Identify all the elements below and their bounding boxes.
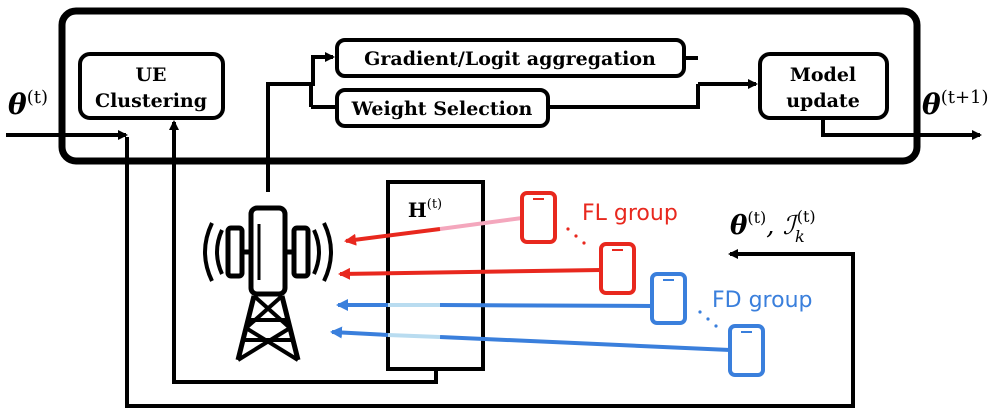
gradient-aggregation-label: Gradient/Logit aggregation [364,48,656,70]
channel-matrix-symbol: H [408,198,427,222]
fd-group-label: FD group [712,288,812,313]
fd-phone-1-icon [650,272,687,325]
output-theta-label: θ(t+1) [922,87,989,121]
ue-clustering-block: UE Clustering [78,52,225,120]
ue-clustering-line2: Clustering [95,90,207,112]
weight-selection-block: Weight Selection [335,88,550,128]
gradient-aggregation-block: Gradient/Logit aggregation [335,38,686,78]
output-arrow [821,118,982,140]
fl-signal-2 [338,267,602,280]
svg-text:H(t): H(t) [408,197,442,222]
base-station-tower-icon [203,205,333,362]
fd-phone-2-icon [728,324,765,377]
fl-phone-1-icon [520,191,557,244]
fl-phone-dots [566,227,586,245]
weight-to-merge [548,84,700,109]
server-container [58,7,921,165]
fl-phone-2-icon [599,242,636,295]
fd-phone-dots [698,310,718,328]
split-connector [266,52,335,192]
feedback-loop-outer [125,137,855,408]
channel-matrix-block: H(t) [386,180,485,371]
model-update-line2: update [786,90,860,112]
fl-group-label: FL group [582,201,678,226]
channel-to-clustering-loop [169,120,438,384]
fd-signal-2 [330,326,731,352]
feedback-label: θ(t), ℐk(t) [730,207,816,246]
channel-matrix-superscript: (t) [427,197,442,212]
fd-signal-1 [336,299,653,311]
input-theta-label: θ(t) [8,87,48,121]
model-update-line1: Model [790,64,856,86]
ue-clustering-line1: UE [135,64,166,86]
model-update-block: Model update [758,52,889,120]
fl-signal-1 [344,216,523,246]
weight-selection-label: Weight Selection [351,98,533,120]
